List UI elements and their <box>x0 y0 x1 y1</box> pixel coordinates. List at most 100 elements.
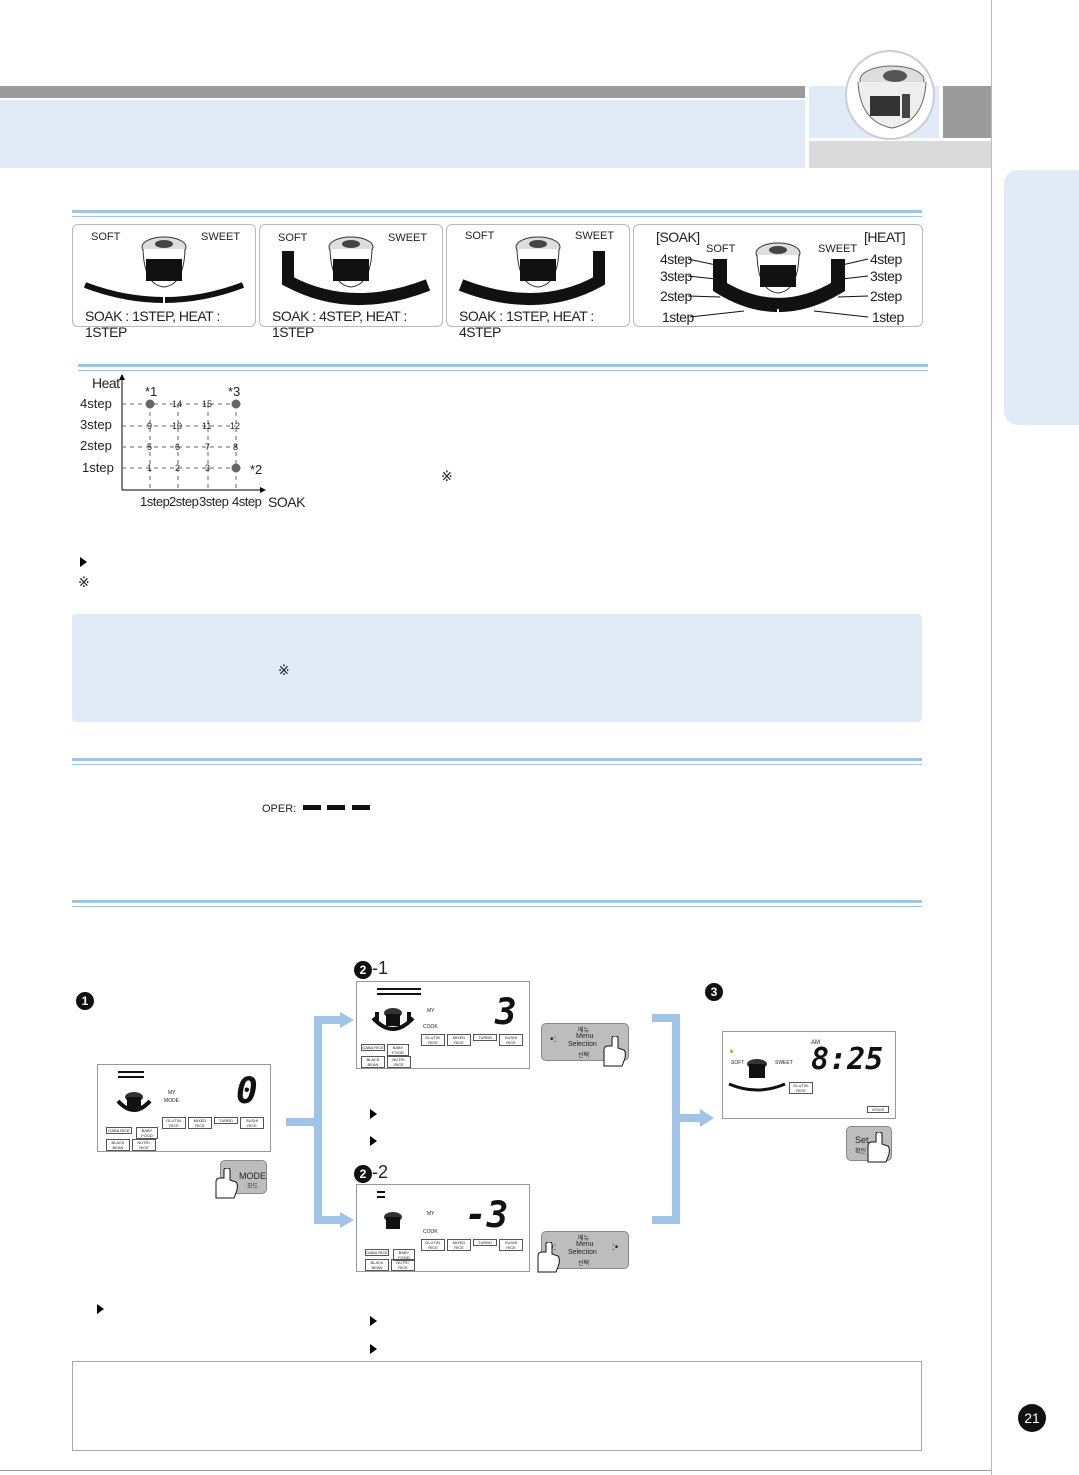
right-dots-icon: :• <box>612 1242 618 1253</box>
lcd-chip: BABY FOOD <box>387 1044 409 1056</box>
lcd-chip: SUSHI RICE <box>240 1117 264 1129</box>
lcd-chip: GLUTIN. RICE <box>789 1082 813 1094</box>
lcd-oper-bars-icon <box>377 1191 385 1198</box>
panel-caption-1: SOAK : 1STEP, HEAT : 1STEP <box>85 308 255 340</box>
grid-cell: 3 <box>205 463 210 473</box>
note-symbol: ※ <box>78 574 90 591</box>
page-divider <box>991 0 992 1475</box>
info-box: ※ <box>72 614 922 722</box>
step-3-badge-icon: 3 <box>705 983 723 1001</box>
lcd-chip: TURBO <box>473 1239 497 1246</box>
note-box <box>72 1361 922 1451</box>
branch-arrow-right <box>652 1010 716 1230</box>
section-divider-thin <box>72 906 922 907</box>
lcd-chip: NUTRI. RICE <box>387 1056 411 1068</box>
hand-pointer-icon <box>598 1036 628 1068</box>
hand-pointer-icon <box>532 1242 562 1274</box>
step-2-badge-icon: 2 <box>354 1165 372 1183</box>
lcd-chip: GLUTIN. RICE <box>421 1239 445 1251</box>
lcd-chip: TURBO <box>214 1117 238 1124</box>
lcd-chip: GLUTIN. RICE <box>162 1117 186 1129</box>
page-bottom-rule <box>0 1470 991 1471</box>
lcd-oper-bars-icon <box>377 988 421 995</box>
lcd-chip: BLACK BEAN <box>365 1259 389 1271</box>
grid-cell: 1 <box>147 463 152 473</box>
lcd-display-step3: 🔒 SOFT SWEET AM 8:25 GLUTIN. RICE VOICE <box>722 1031 896 1119</box>
grid-cell: 12 <box>230 421 240 431</box>
grid-cell: 2 <box>175 463 180 473</box>
info-box-symbol: ※ <box>278 662 290 679</box>
rice-cooker-header-image <box>840 50 940 140</box>
menu-line: 선택 <box>578 1258 589 1267</box>
grid-cell: 9 <box>147 421 152 431</box>
menu-line: Selection <box>568 1041 597 1048</box>
bullet-arrow-icon <box>80 557 87 567</box>
section-divider-thin <box>72 764 922 765</box>
step-2-1-suffix: -1 <box>372 958 388 978</box>
hand-pointer-icon <box>210 1168 240 1200</box>
header-gray-block <box>943 86 991 138</box>
grid-cell: 11 <box>202 421 211 431</box>
section-divider <box>78 364 928 367</box>
hand-pointer-icon <box>862 1132 892 1164</box>
section-divider-thin <box>72 216 922 217</box>
grid-note-symbol: ※ <box>441 468 453 485</box>
step-1-badge-icon: 1 <box>76 992 94 1010</box>
lcd-voice-label: VOICE <box>867 1106 889 1113</box>
lcd-cooker-icon <box>371 1004 415 1036</box>
section-divider-thin <box>78 370 928 371</box>
lcd-number: 3 <box>495 992 517 1033</box>
oper-indicator: OPER: <box>262 799 370 817</box>
step-diagram-4 <box>634 225 922 326</box>
lcd-chip: TURBO <box>473 1034 497 1041</box>
oper-bar-icon <box>303 805 321 810</box>
lcd-cooker-icon <box>375 1209 411 1237</box>
lcd-display-step2-2: MY COOK -3 GABA RICE BABY FOOD GLUTIN. R… <box>356 1184 530 1272</box>
lcd-chip: MIXED RICE <box>188 1117 212 1129</box>
heat-soak-grid: Heat SOAK 4step 3step 2step 1step 1step … <box>80 372 320 512</box>
lcd-label: MY <box>427 1008 435 1014</box>
lcd-chip: MIXED RICE <box>447 1034 471 1046</box>
lcd-label: COOK <box>423 1024 438 1030</box>
lcd-display-step2-1: MY COOK 3 GABA RICE BABY FOOD GLUTIN. RI… <box>356 981 530 1069</box>
grid-cell: 8 <box>233 442 238 452</box>
menu-line: Menu <box>576 1241 594 1248</box>
grid-cell: 15 <box>202 399 212 409</box>
lcd-cooker-icon <box>116 1089 152 1117</box>
bullet-arrow-icon <box>370 1136 377 1146</box>
side-tab <box>1004 170 1079 425</box>
lcd-time: 8:25 <box>811 1042 883 1077</box>
lcd-number: -3 <box>465 1195 508 1236</box>
step-2-badge-icon: 2 <box>354 961 372 979</box>
lcd-chip: GABA RICE <box>361 1044 385 1051</box>
branch-arrow-left <box>286 1010 356 1230</box>
lcd-cooker-icon <box>725 1050 789 1094</box>
section-divider <box>72 900 922 903</box>
lcd-label: MY <box>168 1090 176 1096</box>
grid-cell: 7 <box>205 442 210 452</box>
header-strip <box>809 141 991 168</box>
header-top-bar <box>0 86 805 98</box>
panel-caption-2: SOAK : 4STEP, HEAT : 1STEP <box>272 308 442 340</box>
lcd-chip: BABY FOOD <box>136 1127 158 1139</box>
oper-bar-icon <box>327 805 345 810</box>
section-divider <box>72 210 922 213</box>
lcd-chip: NUTRI. RICE <box>391 1259 415 1271</box>
lcd-oper-bars-icon <box>118 1071 144 1078</box>
bullet-arrow-icon <box>370 1109 377 1119</box>
lcd-chip: GABA RICE <box>365 1249 389 1256</box>
mode-button-sub: 모드 <box>247 1181 258 1190</box>
grid-cell: 10 <box>172 421 182 431</box>
lcd-chip: MIXED RICE <box>447 1239 471 1251</box>
grid-cell: 14 <box>172 399 182 409</box>
oper-label: OPER: <box>262 803 296 815</box>
grid-cell: 5 <box>147 442 152 452</box>
page-number-badge: 21 <box>1018 1404 1046 1432</box>
lcd-chip: BLACK BEAN <box>106 1139 130 1151</box>
left-dots-icon: •: <box>550 1034 556 1045</box>
bullet-arrow-icon <box>370 1316 377 1326</box>
panel-caption-3: SOAK : 1STEP, HEAT : 4STEP <box>459 308 629 340</box>
menu-line: Selection <box>568 1249 597 1256</box>
menu-line: Menu <box>576 1033 594 1040</box>
menu-line: 선택 <box>578 1050 589 1059</box>
